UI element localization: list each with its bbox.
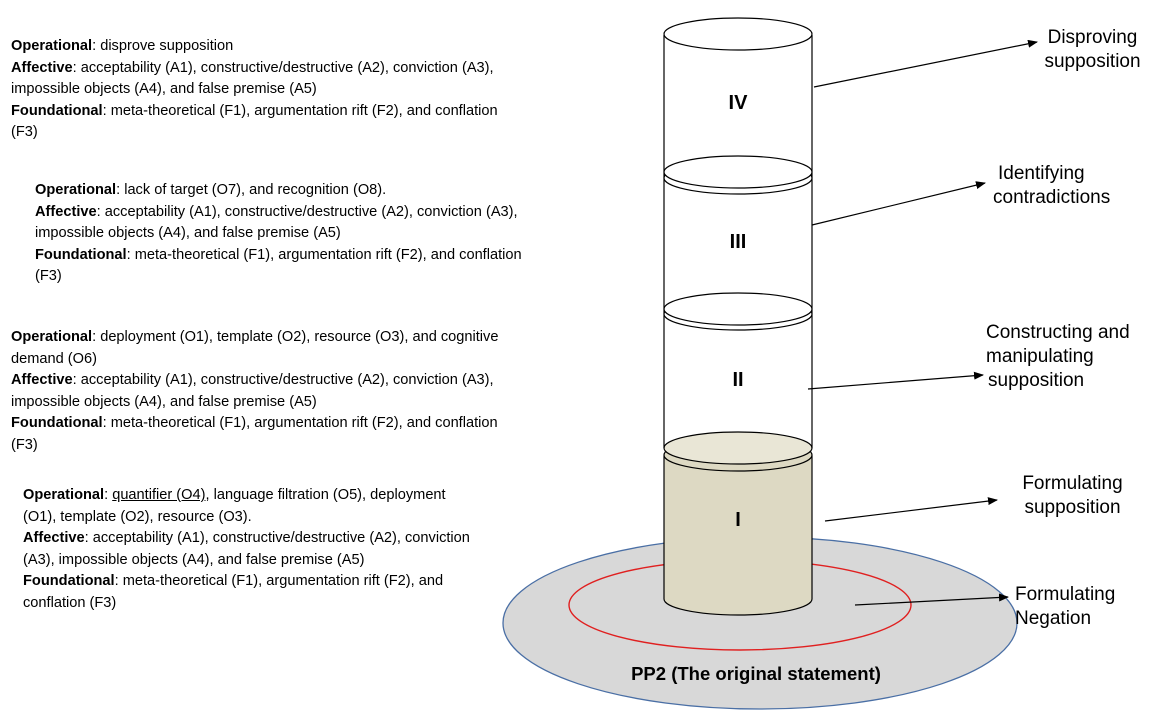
level2-description: Operational: deployment (O1), template (… xyxy=(11,327,498,456)
foundational-line-2: (F3) xyxy=(11,124,38,140)
arrow-formulating-supposition xyxy=(824,497,998,522)
level4-description: Operational: disprove supposition Affect… xyxy=(11,36,498,144)
operational-sep: : xyxy=(104,487,113,503)
affective-line-2: impossible objects (A4), and false premi… xyxy=(11,81,317,97)
separator-2-3 xyxy=(663,292,813,326)
label-line: supposition xyxy=(1044,51,1141,72)
affective-line: Affective: acceptability (A1), construct… xyxy=(35,202,522,224)
operational-line: Operational: quantifier (O4), language f… xyxy=(23,485,470,507)
affective-label: Affective xyxy=(23,530,85,546)
label-line: Identifying xyxy=(998,163,1085,184)
affective-label: Affective xyxy=(11,372,73,388)
operational-line-2: (O1), template (O2), resource (O3). xyxy=(23,508,252,525)
operational-label: Operational xyxy=(35,182,117,198)
operational-line: Operational: deployment (O1), template (… xyxy=(11,327,498,349)
operational-text: : disprove supposition xyxy=(92,38,234,54)
label-formulating-negation: Formulating Negation xyxy=(1008,583,1138,631)
affective-label: Affective xyxy=(35,203,97,220)
operational-label: Operational xyxy=(23,487,105,503)
affective-label: Affective xyxy=(11,59,73,76)
foundational-line-2: (F3) xyxy=(35,268,62,284)
label-line: supposition xyxy=(1024,497,1121,518)
numeral-iii: III xyxy=(730,231,747,253)
operational-text: : lack of target (O7), and recognition (… xyxy=(116,182,387,198)
numeral-iv: IV xyxy=(729,92,749,114)
label-disproving-supposition: Disproving supposition xyxy=(1030,26,1155,74)
foundational-text: : meta-theoretical (F1), argumentation r… xyxy=(102,102,498,119)
operational-label: Operational xyxy=(11,329,93,345)
operational-text: : deployment (O1), template (O2), resour… xyxy=(92,329,499,345)
affective-line-2: (A3), impossible objects (A4), and false… xyxy=(23,551,365,568)
operational-line: Operational: lack of target (O7), and re… xyxy=(35,180,522,202)
level3-description: Operational: lack of target (O7), and re… xyxy=(35,180,522,288)
label-line: Negation xyxy=(1015,608,1092,629)
affective-line: Affective: acceptability (A1), construct… xyxy=(11,370,498,392)
foundational-line: Foundational: meta-theoretical (F1), arg… xyxy=(11,101,498,123)
level1-top xyxy=(663,431,813,465)
operational-label: Operational xyxy=(11,38,93,54)
foundational-label: Foundational xyxy=(11,415,103,431)
foundational-line: Foundational: meta-theoretical (F1), arg… xyxy=(35,245,522,267)
affective-text: : acceptability (A1), constructive/destr… xyxy=(96,203,518,220)
foundational-label: Foundational xyxy=(11,102,103,119)
affective-line: Affective: acceptability (A1), construct… xyxy=(11,58,498,80)
cylinder-top xyxy=(663,17,813,51)
operational-line: Operational: disprove supposition xyxy=(11,36,498,58)
label-line: Formulating xyxy=(1015,584,1116,605)
foundational-label: Foundational xyxy=(23,573,115,589)
arrow-formulating-negation xyxy=(854,593,1009,606)
level1-body xyxy=(663,455,813,616)
foundational-text: : meta-theoretical (F1), argumentation r… xyxy=(102,415,498,431)
label-line: Constructing and xyxy=(986,322,1130,343)
operational-text: , language filtration (O5), deployment xyxy=(205,487,446,503)
label-constructing-manipulating: Constructing and manipulating suppositio… xyxy=(982,321,1152,393)
level1-description: Operational: quantifier (O4), language f… xyxy=(23,485,470,614)
foundational-line: Foundational: meta-theoretical (F1), arg… xyxy=(11,413,498,435)
affective-line: Affective: acceptability (A1), construct… xyxy=(23,528,470,550)
affective-text: : acceptability (A1), constructive/destr… xyxy=(72,372,494,388)
quantifier-term: quantifier (O4) xyxy=(112,487,206,503)
foundational-label: Foundational xyxy=(35,246,127,263)
foundational-text: : meta-theoretical (F1), argumentation r… xyxy=(126,246,522,263)
affective-text: : acceptability (A1), constructive/destr… xyxy=(84,530,470,546)
arrow-identifying xyxy=(811,181,986,226)
foundational-line: Foundational: meta-theoretical (F1), arg… xyxy=(23,571,470,593)
label-line: manipulating xyxy=(986,346,1094,367)
affective-line-2: impossible objects (A4), and false premi… xyxy=(35,225,341,241)
separator-3-4 xyxy=(663,155,813,189)
label-line: Formulating xyxy=(1022,473,1123,494)
label-line: Disproving xyxy=(1047,27,1138,48)
affective-text: : acceptability (A1), constructive/destr… xyxy=(72,59,494,76)
operational-line-2: demand (O6) xyxy=(11,350,97,367)
label-identifying-contradictions: Identifying contradictions xyxy=(990,162,1150,210)
arrow-disproving xyxy=(813,39,1038,88)
foundational-text: : meta-theoretical (F1), argumentation r… xyxy=(114,573,444,589)
arrow-constructing xyxy=(807,371,984,390)
label-formulating-supposition: Formulating supposition xyxy=(1005,472,1140,520)
label-line: contradictions xyxy=(993,187,1111,208)
base-caption: PP2 (The original statement) xyxy=(631,663,881,684)
numeral-ii: II xyxy=(732,369,743,391)
foundational-line-2: conflation (F3) xyxy=(23,594,117,611)
label-line: supposition xyxy=(988,370,1085,391)
affective-line-2: impossible objects (A4), and false premi… xyxy=(11,393,317,410)
foundational-line-2: (F3) xyxy=(11,436,38,453)
numeral-i: I xyxy=(735,509,741,531)
